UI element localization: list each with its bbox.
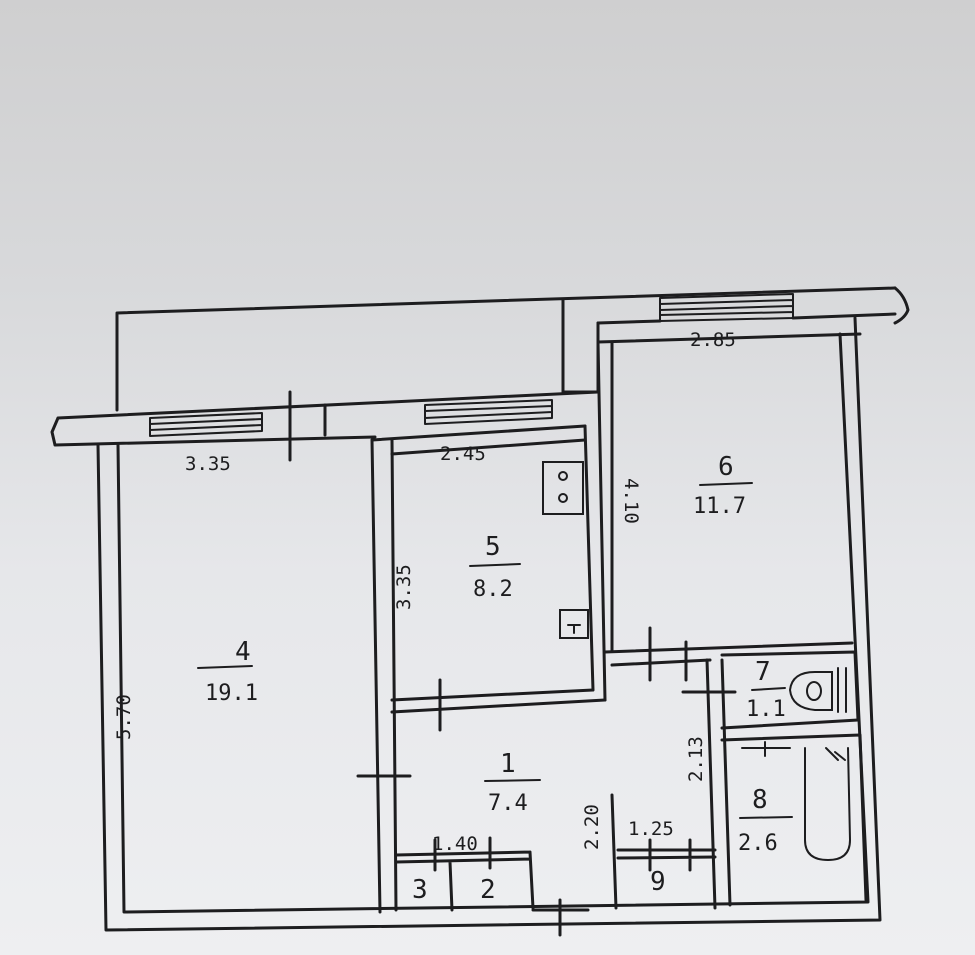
room-4-area: 19.1 (205, 681, 258, 706)
room-4-number: 4 (235, 637, 251, 667)
room-7-area: 1.1 (746, 697, 786, 722)
dim-room6-length: 4.10 (620, 478, 642, 524)
dim-room4-width: 3.35 (185, 453, 231, 475)
room-5-number: 5 (485, 532, 501, 562)
door-ticks (356, 626, 737, 937)
closet-2-3 (394, 836, 535, 912)
dim-bath-length: 2.13 (685, 736, 707, 782)
room-2-number: 2 (480, 875, 496, 905)
dim-room5-width: 2.45 (440, 443, 486, 465)
room-label-rules (197, 482, 793, 819)
sink-icon-bath (741, 741, 791, 757)
dim-niche-width: 1.25 (628, 818, 674, 840)
room-8-area: 2.6 (738, 831, 778, 856)
dim-room5-length: 3.35 (393, 564, 415, 610)
interior-walls (370, 340, 868, 914)
stove-icon (542, 461, 584, 515)
dim-hall-length: 2.20 (581, 804, 603, 850)
room-7-number: 7 (755, 657, 771, 687)
room-6-area: 11.7 (693, 494, 746, 519)
sink-icon (559, 609, 589, 639)
dim-room6-width: 2.85 (690, 329, 736, 351)
room-3-number: 3 (412, 875, 428, 905)
balcony (115, 286, 910, 412)
dim-room4-length: 5.70 (113, 694, 135, 740)
window-room4 (149, 412, 263, 437)
dim-closet-width: 1.40 (432, 833, 478, 855)
niche-9 (610, 793, 717, 910)
room-9-number: 9 (650, 867, 666, 897)
room-5-area: 8.2 (473, 577, 513, 602)
window-room6 (659, 293, 794, 322)
wall-ticks (288, 390, 327, 462)
toilet-icon (788, 667, 847, 713)
exterior-walls (50, 312, 897, 932)
bathtub-icon (804, 747, 852, 862)
room-8-number: 8 (752, 785, 768, 815)
window-room5 (424, 399, 553, 425)
room-1-area: 7.4 (488, 791, 528, 816)
room-6-number: 6 (718, 452, 734, 482)
room-1-number: 1 (500, 749, 516, 779)
